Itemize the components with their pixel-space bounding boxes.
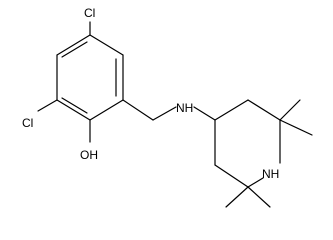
ring-bond-c4-c5 (56, 99, 91, 121)
atom-cl-left: Cl (22, 116, 33, 130)
methyl-c6-left (225, 186, 249, 208)
bond-ch2-to-nh (152, 106, 177, 121)
pip-bond-c3-c2 (247, 99, 281, 121)
structure-canvas: Cl Cl OH NH NH (22, 6, 313, 208)
pip-bond-c4-c3 (214, 99, 249, 121)
molecule-structure: Cl Cl OH NH NH (22, 6, 313, 208)
atom-hydroxyl: OH (80, 148, 98, 162)
ring-double-bond-2 (61, 97, 88, 114)
atom-ring-nh: NH (262, 167, 279, 181)
benzene-ring (56, 34, 124, 121)
ring-bond-c1-c2 (89, 34, 124, 56)
pip-bond-n-c6 (247, 177, 264, 188)
bond-ring-to-ch2 (122, 99, 154, 121)
ring-bond-c3-c4 (89, 99, 124, 121)
piperidine-ring (214, 99, 281, 188)
pip-bond-c6-c5 (214, 164, 249, 188)
atom-cl-top: Cl (84, 6, 95, 20)
ring-double-bond-3 (61, 41, 88, 58)
bond-to-cl-left (37, 99, 58, 112)
methyl-c6-right (247, 186, 271, 208)
methyl-c2-up (279, 99, 301, 121)
ring-bond-c6-c1 (56, 34, 91, 56)
atom-amine-nh: NH (176, 101, 193, 115)
methyl-c2-right (279, 119, 313, 136)
bond-nh-to-c4 (193, 106, 216, 121)
